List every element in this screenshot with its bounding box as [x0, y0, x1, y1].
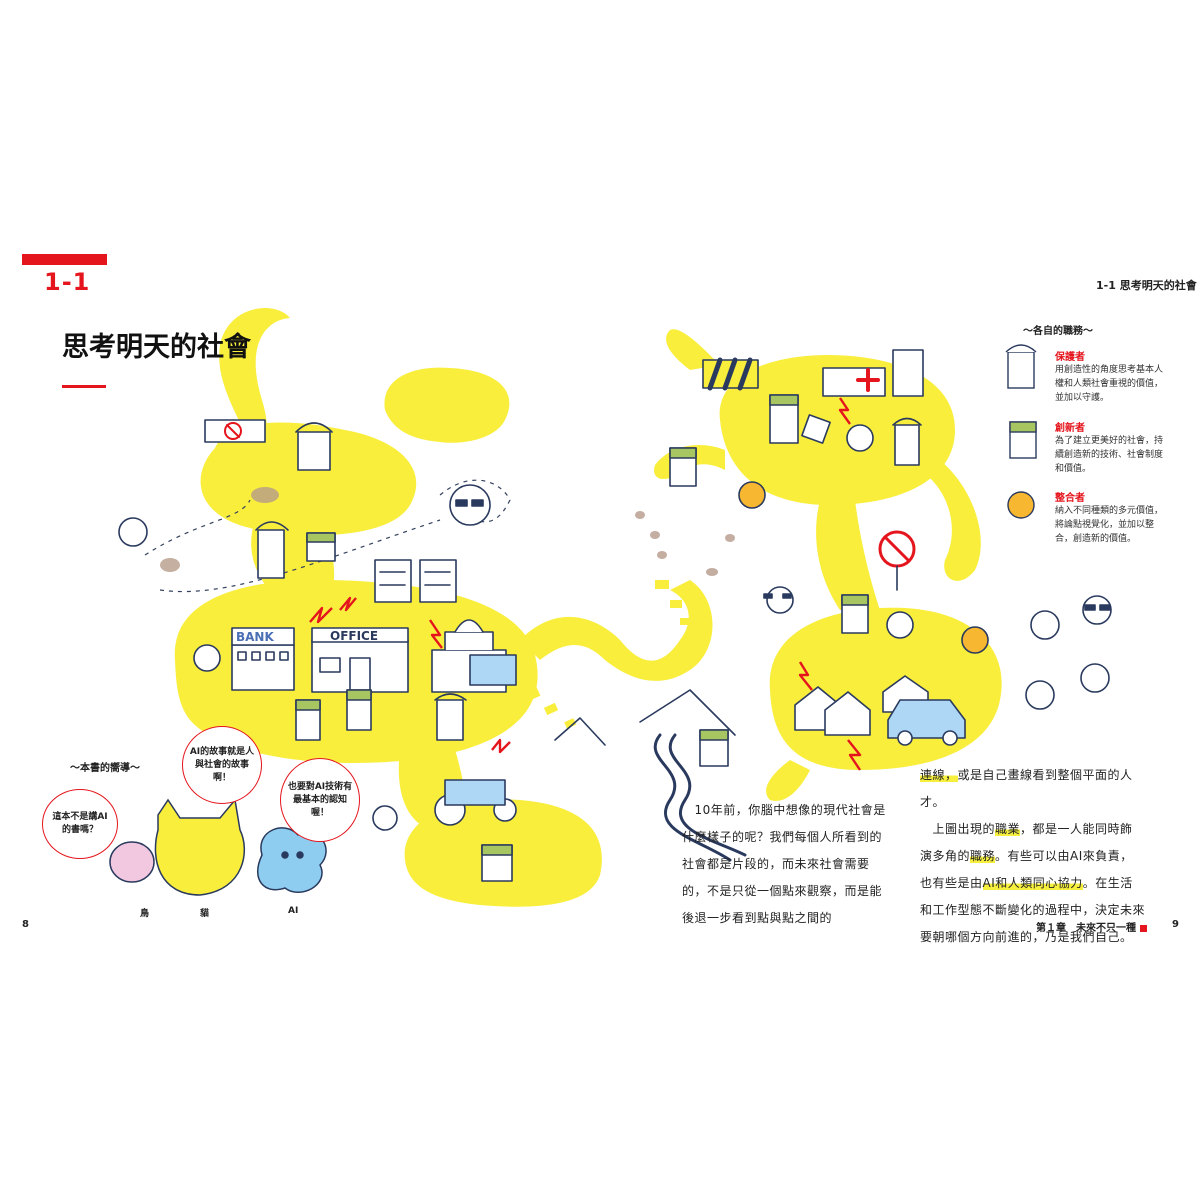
chapter-footer: 第１章 未來不只一種 — [1036, 919, 1147, 934]
label-ai: AI — [288, 906, 299, 916]
label-cat: 貓 — [200, 909, 210, 919]
highlight-text: AI和人類同心協力 — [982, 876, 1083, 890]
role-name: 創新者 — [1055, 423, 1085, 434]
body-paragraph: 上圖出現的職業，都是一人能同時飾演多角的職務。有些可以由AI來負責，也有些是由A… — [920, 816, 1145, 951]
section-marker-bar — [22, 254, 107, 265]
role-icons — [1005, 344, 1037, 519]
page-title: 思考明天的社會 — [62, 332, 251, 363]
text-run: 。在生活和工作型態不斷變化的過程中，決定未來要朝哪個方向前進的，乃是我們自己。 — [920, 876, 1146, 944]
speech-bubble-cat: AI的故事就是人與社會的故事啊！ — [182, 726, 262, 804]
role-desc: 用創造性的角度思考基本人權和人類社會重視的價值，並加以守護。 — [1055, 365, 1164, 403]
dashed-paths — [144, 479, 511, 593]
speech-bubble-bird: 這本不是講AI的書嗎？ — [42, 789, 118, 859]
guide-characters — [109, 798, 327, 896]
text-run: ，都是一人能同時飾演多角的 — [920, 822, 1133, 863]
text-run: 或是自己畫線看到整個平面的人才。 — [920, 768, 1133, 809]
chapter-title: 第１章 未來不只一種 — [1036, 923, 1136, 934]
bubble-text: 這本不是講AI的書嗎？ — [52, 812, 108, 835]
text-run: 。有些可以由AI來負責，也有些是由 — [920, 849, 1133, 890]
bubble-text: AI的故事就是人與社會的故事啊！ — [189, 746, 255, 783]
lightning-icons — [309, 397, 862, 771]
highlight-text: 連線， — [920, 768, 958, 782]
body-paragraph: 連線，或是自己畫線看到整個平面的人才。 — [920, 762, 1145, 816]
guide-heading: ～本書的嚮導～ — [70, 763, 140, 774]
running-head: 1-1 思考明天的社會 — [1096, 279, 1197, 292]
role-integrator: 整合者 納入不同種類的多元價值，將論點視覺化，並加以整合，創造新的價值。 — [1055, 489, 1165, 546]
page-number-left: 8 — [22, 919, 29, 930]
ink-drawings — [118, 349, 1112, 882]
title-underline — [62, 385, 106, 388]
office-sign: OFFICE — [330, 629, 378, 643]
role-desc: 納入不同種類的多元價值，將論點視覺化，並加以整合，創造新的價值。 — [1055, 506, 1164, 544]
body-column-2: 連線，或是自己畫線看到整個平面的人才。 上圖出現的職業，都是一人能同時飾演多角的… — [920, 762, 1145, 951]
text-run: 上圖出現的 — [920, 822, 996, 836]
roles-heading: ～各自的職務～ — [1023, 326, 1093, 337]
section-number: 1-1 — [44, 268, 91, 296]
role-name: 保護者 — [1055, 352, 1085, 363]
role-name: 整合者 — [1055, 493, 1085, 504]
body-paragraph: 10年前，你腦中想像的現代社會是什麼樣子的呢？我們每個人所看到的社會都是片段的，… — [682, 803, 886, 925]
body-column-1: 10年前，你腦中想像的現代社會是什麼樣子的呢？我們每個人所看到的社會都是片段的，… — [682, 797, 890, 932]
dotted-steps — [523, 580, 690, 729]
bank-sign: BANK — [236, 630, 274, 644]
role-guardian: 保護者 用創造性的角度思考基本人權和人類社會重視的價值，並加以守護。 — [1055, 348, 1165, 405]
highlight-text: 職業 — [995, 822, 1021, 836]
square-marker-icon — [1140, 924, 1147, 932]
role-innovator: 創新者 為了建立更美好的社會，持續創造新的技術、社會制度和價值。 — [1055, 419, 1165, 476]
highlight-text: 職務 — [970, 849, 996, 863]
page-number-right: 9 — [1172, 919, 1179, 930]
label-bird: 鳥 — [140, 909, 150, 919]
role-desc: 為了建立更美好的社會，持續創造新的技術、社會制度和價值。 — [1055, 436, 1164, 474]
bubble-text: 也要對AI技術有最基本的認知喔！ — [287, 781, 353, 818]
speech-bubble-ai: 也要對AI技術有最基本的認知喔！ — [280, 758, 360, 842]
